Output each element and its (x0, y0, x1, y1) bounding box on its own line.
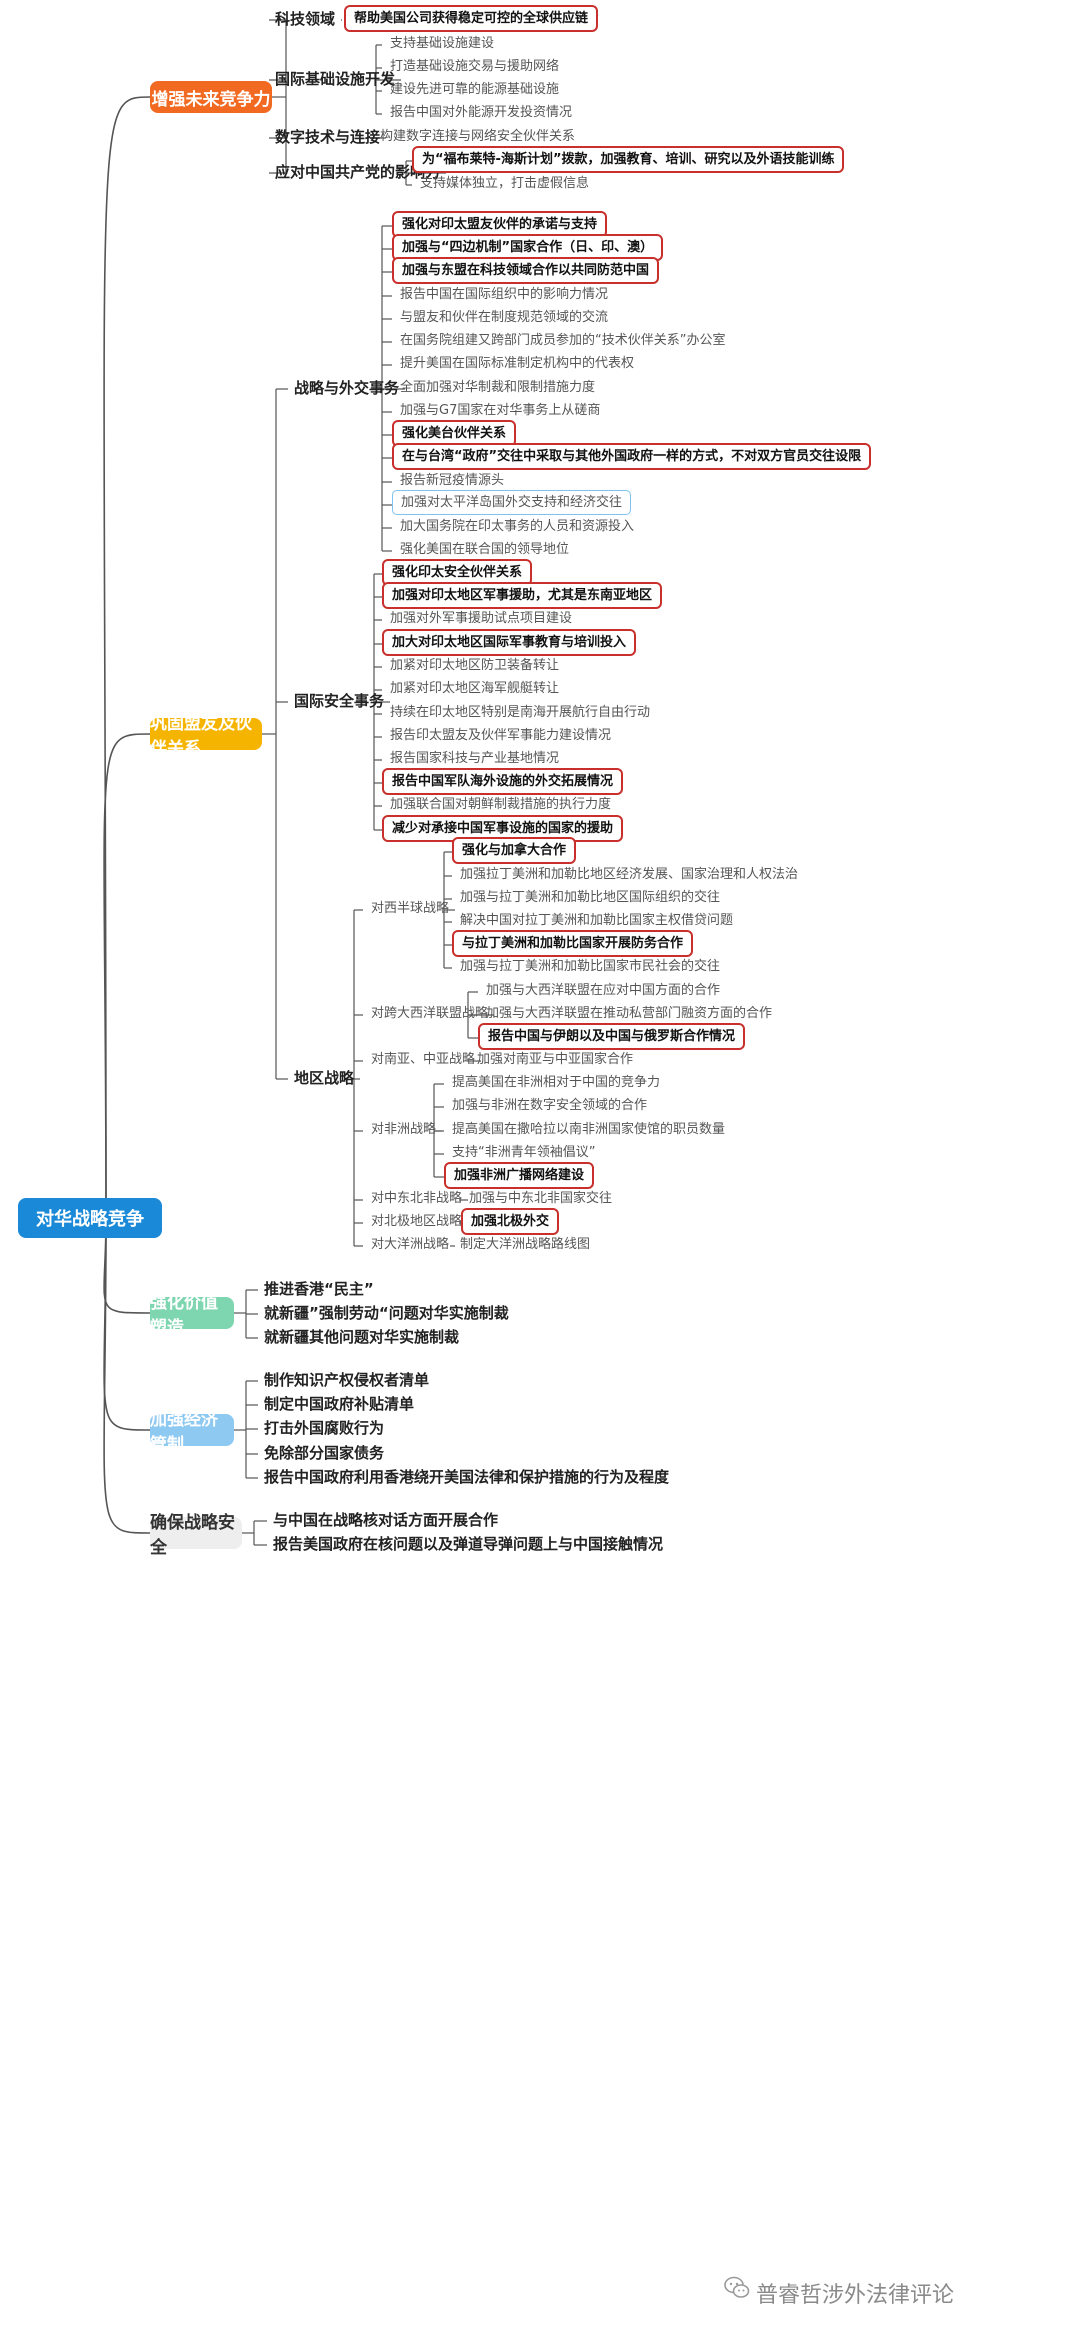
leaf-node: 报告新冠疫情源头 (400, 473, 505, 488)
leaf-node: 加强对印太地区军事援助，尤其是东南亚地区 (382, 582, 663, 609)
sub-branch-node: 就新疆其他问题对华实施制裁 (264, 1328, 460, 1346)
wechat-icon (724, 2276, 750, 2298)
leaf-node: 支持媒体独立，打击虚假信息 (420, 176, 590, 191)
leaf-node: 提高美国在非洲相对于中国的竞争力 (452, 1075, 661, 1090)
sub-branch-node: 数字技术与连接 (275, 128, 381, 146)
sub-branch-node: 国际基础设施开发 (275, 70, 396, 88)
sub-branch-node: 就新疆”强制劳动“问题对华实施制裁 (264, 1304, 509, 1322)
leaf-node: 加紧对印太地区防卫装备转让 (390, 658, 560, 673)
sub-branch-node: 地区战略 (294, 1069, 355, 1087)
connector (103, 96, 151, 1219)
leaf-node: 报告国家科技与产业基地情况 (390, 751, 560, 766)
leaf-node: 解决中国对拉丁美洲和加勒比国家主权借贷问题 (460, 913, 734, 928)
region-node: 对非洲战略 (371, 1122, 437, 1137)
connector (103, 733, 151, 1219)
sub-branch-node: 战略与外交事务 (294, 379, 400, 397)
leaf-node: 加强联合国对朝鲜制裁措施的执行力度 (390, 797, 612, 812)
leaf-node: 在与台湾“政府”交往中采取与其他外国政府一样的方式，不对双方官员交往设限 (392, 443, 872, 470)
leaf-node: 加紧对印太地区海军舰艇转让 (390, 681, 560, 696)
region-node: 对南亚、中亚战略 (371, 1052, 476, 1067)
leaf-node: 构建数字连接与网络安全伙伴关系 (380, 129, 576, 144)
sub-branch-node: 制作知识产权侵权者清单 (264, 1371, 430, 1389)
leaf-node: 强化美国在联合国的领导地位 (400, 542, 570, 557)
branch-node: 确保战略安全 (150, 1513, 242, 1558)
sub-branch-node: 与中国在战略核对话方面开展合作 (273, 1511, 499, 1529)
sub-branch-node: 推进香港“民主” (264, 1280, 374, 1298)
leaf-node: 在国务院组建又跨部门成员参加的“技术伙伴关系”办公室 (400, 333, 726, 348)
leaf-node: 为“福布莱特-海斯计划”拨款，加强教育、培训、研究以及外语技能训练 (412, 146, 845, 173)
branch-node: 加强经济管制 (150, 1410, 234, 1455)
leaf-node: 减少对承接中国军事设施的国家的援助 (382, 815, 624, 842)
sub-branch-node: 报告中国政府利用香港绕开美国法律和保护措施的行为及程度 (264, 1468, 670, 1486)
leaf-node: 提升美国在国际标准制定机构中的代表权 (400, 356, 635, 371)
watermark: 普睿哲涉外法律评论 (756, 2283, 955, 2308)
leaf-node: 提高美国在撒哈拉以南非洲国家使馆的职员数量 (452, 1122, 726, 1137)
region-node: 对跨大西洋联盟战略 (371, 1006, 489, 1021)
leaf-node: 加强与东盟在科技领域合作以共同防范中国 (392, 257, 660, 284)
leaf-node: 加强对南亚与中亚国家合作 (477, 1052, 634, 1067)
region-node: 对大洋洲战略 (371, 1237, 450, 1252)
leaf-node: 加强与G7国家在对华事务上从磋商 (400, 403, 601, 418)
leaf-node: 加强拉丁美洲和加勒比地区经济发展、国家治理和人权法治 (460, 867, 799, 882)
branch-node: 巩固盟友及伙伴关系 (150, 714, 262, 759)
leaf-node: 报告中国对外能源开发投资情况 (390, 105, 573, 120)
leaf-node: 强化美台伙伴关系 (392, 420, 517, 447)
sub-branch-node: 打击外国腐败行为 (264, 1419, 385, 1437)
region-node: 对北极地区战略 (371, 1214, 463, 1229)
leaf-node: 加强非洲广播网络建设 (444, 1162, 595, 1189)
sub-branch-node: 国际安全事务 (294, 692, 385, 710)
leaf-node: 加强与拉丁美洲和加勒比地区国际组织的交往 (460, 890, 721, 905)
leaf-node: 报告中国在国际组织中的影响力情况 (400, 287, 609, 302)
leaf-node: 与盟友和伙伴在制度规范领域的交流 (400, 310, 609, 325)
sub-branch-node: 科技领域 (275, 10, 336, 28)
leaf-node: 加大对印太地区国际军事教育与培训投入 (382, 629, 637, 656)
leaf-node: 加强与中东北非国家交往 (469, 1191, 613, 1206)
leaf-node: 加强与大西洋联盟在应对中国方面的合作 (486, 983, 721, 998)
leaf-node: 与拉丁美洲和加勒比国家开展防务合作 (452, 930, 694, 957)
leaf-node: 加强北极外交 (461, 1208, 560, 1235)
region-node: 对中东北非战略 (371, 1191, 463, 1206)
leaf-node: 加大国务院在印太事务的人员和资源投入 (400, 519, 635, 534)
connector (103, 1217, 151, 1431)
leaf-node: 加强与“四边机制”国家合作（日、印、澳） (392, 234, 664, 261)
leaf-node: 帮助美国公司获得稳定可控的全球供应链 (344, 5, 599, 32)
leaf-node: 持续在印太地区特别是南海开展航行自由行动 (390, 705, 651, 720)
branch-node: 增强未来竞争力 (150, 81, 272, 113)
leaf-node: 加强与非洲在数字安全领域的合作 (452, 1098, 648, 1113)
leaf-node: 报告中国军队海外设施的外交拓展情况 (382, 768, 624, 795)
sub-branch-node: 报告美国政府在核问题以及弹道导弹问题上与中国接触情况 (273, 1535, 664, 1553)
leaf-node: 加强对外军事援助试点项目建设 (390, 611, 573, 626)
leaf-node: 报告印太盟友及伙伴军事能力建设情况 (390, 728, 612, 743)
leaf-node: 打造基础设施交易与援助网络 (390, 59, 560, 74)
leaf-node: 建设先进可靠的能源基础设施 (390, 82, 560, 97)
leaf-node: 制定大洋洲战略路线图 (460, 1237, 591, 1252)
connector (103, 1217, 151, 1534)
leaf-node: 强化与加拿大合作 (452, 837, 577, 864)
leaf-node: 加强与大西洋联盟在推动私营部门融资方面的合作 (486, 1006, 773, 1021)
leaf-node: 报告中国与伊朗以及中国与俄罗斯合作情况 (478, 1023, 746, 1050)
leaf-node: 全面加强对华制裁和限制措施力度 (400, 380, 596, 395)
leaf-node: 加强与拉丁美洲和加勒比国家市民社会的交往 (460, 959, 721, 974)
leaf-node: 加强对太平洋岛国外交支持和经济交往 (392, 490, 632, 515)
sub-branch-node: 应对中国共产党的影响力 (275, 163, 441, 181)
region-node: 对西半球战略 (371, 901, 450, 916)
sub-branch-node: 免除部分国家债务 (264, 1444, 385, 1462)
sub-branch-node: 制定中国政府补贴清单 (264, 1395, 415, 1413)
branch-node: 强化价值塑造 (150, 1293, 234, 1338)
leaf-node: 支持基础设施建设 (390, 36, 495, 51)
root-node: 对华战略竞争 (18, 1198, 162, 1238)
leaf-node: 支持“非洲青年领袖倡议” (452, 1145, 596, 1160)
